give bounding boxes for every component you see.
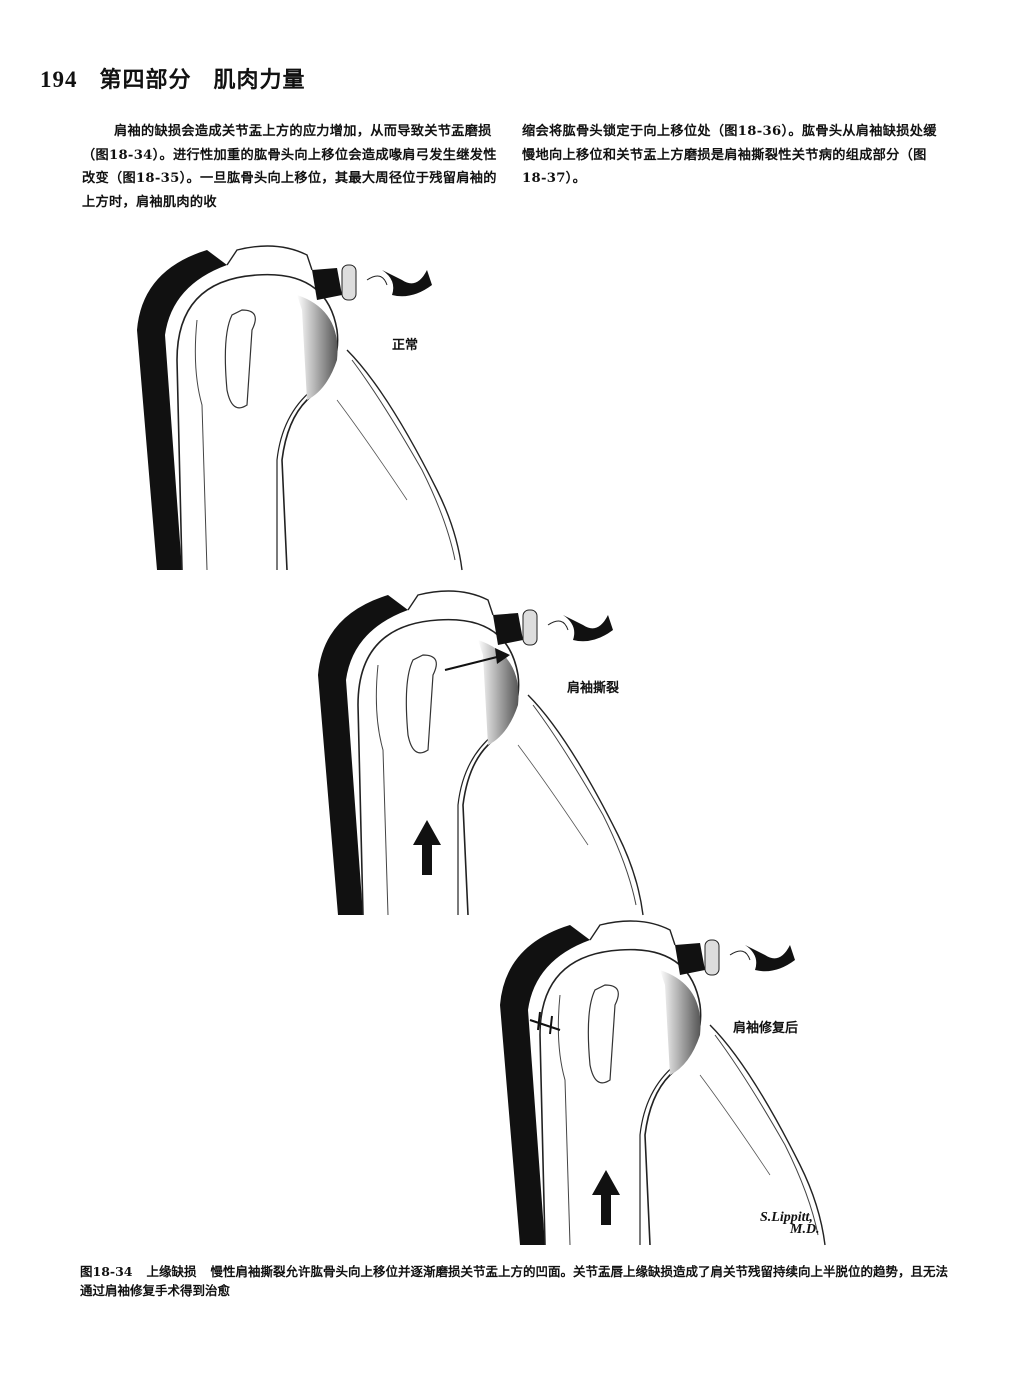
arrow-head-icon <box>495 648 510 664</box>
figure-title: 上缘缺损 <box>146 1264 197 1279</box>
page-number: 194 <box>40 67 78 92</box>
body-paragraph-left: 肩袖的缺损会造成关节盂上方的应力增加，从而导致关节盂磨损（图18-34）。进行性… <box>82 124 497 210</box>
chapter-title: 肌肉力量 <box>213 67 306 93</box>
running-header: 194 第四部分肌肉力量 <box>40 62 306 94</box>
suture-marks <box>529 1011 561 1035</box>
diagram-normal <box>136 245 463 571</box>
figure-caption-text: 慢性肩袖撕裂允许肱骨头向上移位并逐渐磨损关节盂上方的凹面。关节盂唇上缘缺损造成了… <box>80 1264 949 1298</box>
up-arrow-icon <box>592 1170 620 1225</box>
diagram-after-repair <box>499 920 826 1246</box>
illustrator-signature: S.Lippitt, M.D. <box>760 1210 820 1237</box>
signature-line2: M.D. <box>790 1222 820 1237</box>
diagram-rotator-cuff-tear <box>317 590 644 916</box>
label-tear: 肩袖撕裂 <box>567 681 620 696</box>
signature-line1: S.Lippitt, <box>760 1210 813 1225</box>
figure-number: 图18-34 <box>80 1264 133 1279</box>
label-repaired: 肩袖修复后 <box>733 1021 799 1036</box>
label-normal: 正常 <box>392 338 419 353</box>
body-paragraph-right: 缩会将肱骨头锁定于向上移位处（图18-36）。肱骨头从肩袖缺损处缓慢地向上移位和… <box>522 124 937 186</box>
figure-caption: 图18-34 上缘缺损慢性肩袖撕裂允许肱骨头向上移位并逐渐磨损关节盂上方的凹面。关… <box>80 1262 950 1300</box>
up-arrow-icon <box>413 820 441 875</box>
part-title: 第四部分 <box>99 67 192 93</box>
head-displacement-arrow <box>444 654 506 671</box>
